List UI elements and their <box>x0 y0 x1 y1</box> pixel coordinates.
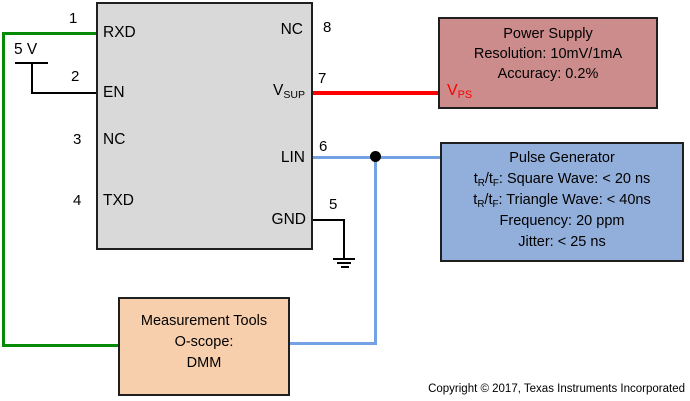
pin-label-nc8: NC <box>280 21 303 38</box>
measurement-dmm: DMM <box>186 355 222 371</box>
power-supply-resolution: Resolution: 10mV/1mA <box>473 46 623 62</box>
vsup-wire <box>313 91 438 95</box>
measurement-oscope: O-scope: <box>174 334 234 350</box>
pulse-generator-square-wave: tR/tF: Square Wave: < 20 ns <box>473 171 651 189</box>
gnd-wire-vertical <box>343 219 345 259</box>
ground-bar-2 <box>337 262 351 264</box>
pin-number-8: 8 <box>323 19 332 36</box>
pulse-generator-title: Pulse Generator <box>509 150 615 166</box>
measurement-tools-box: Measurement Tools O-scope: DMM <box>118 297 290 396</box>
pulse-generator-frequency: Frequency: 20 ppm <box>499 213 625 229</box>
pin-label-gnd: GND <box>271 211 306 228</box>
pin-label-lin: LIN <box>280 149 305 166</box>
lin-wire-bottom <box>290 342 377 345</box>
gnd-wire-horizontal <box>313 219 345 221</box>
power-supply-title: Power Supply <box>503 26 593 42</box>
rxd-wire-vertical <box>2 32 5 347</box>
ground-bar-3 <box>341 266 349 268</box>
pulse-generator-triangle-wave: tR/tF: Triangle Wave: < 40ns <box>473 192 651 210</box>
copyright-text: Copyright © 2017, Texas Instruments Inco… <box>428 383 685 395</box>
rxd-wire-top <box>2 32 96 35</box>
pulse-generator-jitter: Jitter: < 25 ns <box>518 234 606 250</box>
pin-label-txd: TXD <box>103 192 134 209</box>
pin-label-nc3: NC <box>103 131 126 148</box>
pulse-generator-box: Pulse Generator tR/tF: Square Wave: < 20… <box>440 142 684 262</box>
supply-5v-label: 5 V <box>14 41 38 58</box>
rxd-wire-bottom <box>2 344 118 347</box>
pin-number-7: 7 <box>318 70 327 87</box>
lin-junction-dot <box>370 151 381 162</box>
pin-number-3: 3 <box>73 131 82 148</box>
supply-wire-vertical <box>31 62 33 94</box>
measurement-tools-title: Measurement Tools <box>140 313 268 329</box>
en-wire <box>31 92 96 94</box>
pin-number-4: 4 <box>73 192 82 209</box>
pin-label-vsup: VSUP <box>273 82 305 101</box>
pin-number-1: 1 <box>69 10 78 27</box>
power-supply-accuracy: Accuracy: 0.2% <box>497 66 599 82</box>
ground-bar-1 <box>333 258 355 260</box>
vps-terminal-label: VPS <box>447 82 473 102</box>
pin-number-6: 6 <box>319 138 328 155</box>
lin-wire-vertical <box>374 156 377 345</box>
power-supply-box: Power Supply Resolution: 10mV/1mA Accura… <box>438 17 658 109</box>
pin-label-en: EN <box>103 84 125 101</box>
pin-label-rxd: RXD <box>103 24 136 41</box>
pin-number-2: 2 <box>71 68 80 85</box>
ic-chip-body <box>96 2 313 250</box>
pin-number-5: 5 <box>329 196 338 213</box>
